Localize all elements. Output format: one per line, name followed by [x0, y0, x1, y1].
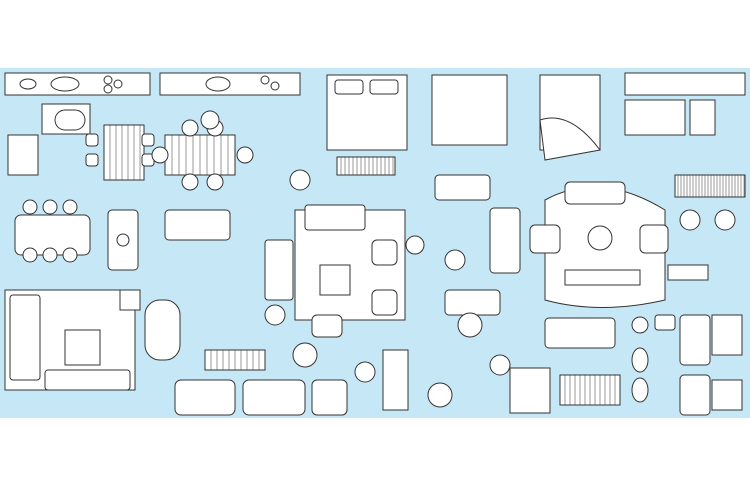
plant-icon — [264, 304, 286, 326]
plant-icon — [292, 342, 318, 368]
sink-icon — [631, 316, 649, 334]
round-table-icon — [427, 382, 453, 408]
armchair-icon — [371, 239, 398, 266]
sink-icon — [19, 78, 37, 90]
armchair-icon — [529, 224, 561, 254]
plant-icon — [289, 169, 311, 191]
stove-icon — [113, 79, 123, 89]
armchair-icon — [714, 209, 736, 231]
bed-icon — [431, 74, 508, 146]
chair-icon — [85, 153, 99, 167]
sofa-icon — [164, 209, 231, 241]
armchair-icon — [639, 224, 669, 254]
chair-icon — [62, 247, 78, 263]
bathtub-icon — [679, 314, 711, 366]
piano-icon — [674, 174, 746, 198]
glass-table-icon — [382, 349, 409, 411]
kitchen-counter-icon — [624, 72, 746, 96]
sink-icon — [654, 314, 676, 331]
armchair-icon — [311, 314, 343, 338]
round-table-icon — [54, 109, 86, 131]
sofa-icon — [489, 207, 521, 274]
pillow-icon — [334, 79, 364, 95]
sofa-icon — [304, 204, 366, 231]
plant-icon — [444, 249, 466, 271]
bathtub-icon — [679, 374, 711, 416]
plant-icon — [200, 110, 220, 130]
table-icon — [667, 264, 709, 281]
chair-icon — [22, 199, 38, 215]
toilet-icon — [631, 347, 649, 373]
sofa-icon — [174, 379, 236, 416]
chair-icon — [236, 146, 254, 164]
shower-icon — [711, 379, 743, 411]
rug-icon — [7, 134, 39, 176]
stove-icon — [103, 84, 113, 94]
bed-icon — [509, 367, 551, 414]
table-icon — [64, 329, 101, 366]
tv-stand-icon — [564, 269, 641, 286]
plant-icon — [405, 235, 425, 255]
armchair-icon — [679, 209, 701, 231]
chair-icon — [85, 133, 99, 147]
sofa-icon — [544, 317, 616, 349]
sofa-icon — [9, 294, 41, 381]
kitchen-counter-icon — [689, 99, 716, 136]
armchair-icon — [311, 379, 348, 416]
stove-icon — [260, 75, 270, 85]
pillow-icon — [369, 79, 399, 95]
chair-icon — [181, 119, 199, 137]
chair-icon — [151, 146, 169, 164]
blanket-icon — [539, 117, 601, 161]
table-icon — [319, 264, 351, 296]
sofa-icon — [144, 299, 181, 361]
plant-icon — [489, 354, 511, 376]
sofa-icon — [242, 379, 306, 416]
dining-table-icon — [103, 124, 145, 181]
sink-icon — [205, 76, 231, 92]
shower-icon — [711, 314, 743, 356]
sofa-icon — [44, 369, 131, 391]
sink-icon — [50, 76, 80, 92]
round-table-icon — [354, 361, 376, 383]
chair-icon — [141, 133, 155, 147]
chair-icon — [22, 247, 38, 263]
chair-icon — [206, 173, 224, 191]
plant-icon — [457, 312, 483, 338]
sofa-icon — [564, 181, 626, 205]
sofa-icon — [444, 289, 501, 316]
sofa-icon — [264, 239, 294, 301]
kitchen-counter-icon — [624, 99, 686, 136]
stove-icon — [103, 75, 113, 85]
plant-icon — [116, 233, 130, 247]
toilet-icon — [631, 377, 649, 403]
round-table-icon — [587, 225, 613, 251]
chair-icon — [42, 247, 58, 263]
sofa-icon — [434, 174, 491, 201]
chair-icon — [181, 173, 199, 191]
rug-icon — [336, 156, 396, 176]
armchair-icon — [371, 289, 398, 316]
stove-icon — [270, 81, 280, 91]
plant-icon — [119, 289, 141, 311]
chair-icon — [42, 199, 58, 215]
chair-icon — [62, 199, 78, 215]
